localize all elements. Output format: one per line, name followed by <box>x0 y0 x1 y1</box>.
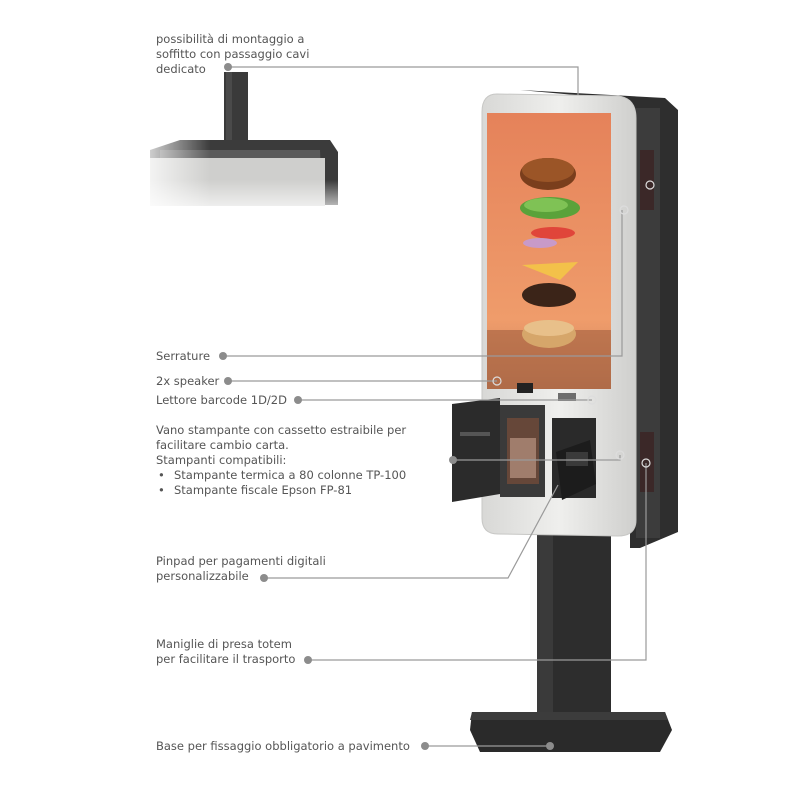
callout-printer: Vano stampante con cassetto estraibile p… <box>156 423 406 498</box>
ceiling-mount-detail <box>130 72 360 220</box>
callout-handles-line-2: per facilitare il trasporto <box>156 652 296 666</box>
handle-top <box>640 150 654 210</box>
target-rings <box>492 180 655 468</box>
callout-printer-line-3: Stampanti compatibili: <box>156 453 287 467</box>
handle-bottom <box>640 432 654 492</box>
callout-pinpad: Pinpad per pagamenti digitali personaliz… <box>156 554 326 584</box>
callout-pinpad-line-1: Pinpad per pagamenti digitali <box>156 554 326 568</box>
kiosk-floor-base <box>470 712 672 752</box>
callout-ceiling-line-1: possibilità di montaggio a <box>156 32 305 46</box>
burger-illustration <box>520 158 580 348</box>
speaker-left <box>517 383 533 393</box>
callout-handles: Maniglie di presa totem per facilitare i… <box>156 637 295 667</box>
barcode-reader <box>558 393 576 401</box>
callout-ceiling-mount: possibilità di montaggio a soffitto con … <box>156 32 309 77</box>
callout-printer-line-2: facilitare cambio carta. <box>156 438 289 452</box>
callout-pinpad-line-2: personalizzabile <box>156 569 249 583</box>
callout-printer-line-1: Vano stampante con cassetto estraibile p… <box>156 423 407 437</box>
printer-item-fp81: Stampante fiscale Epson FP-81 <box>156 483 406 498</box>
callout-dots <box>219 63 554 750</box>
callout-base: Base per fissaggio obbligatorio a pavime… <box>156 739 410 753</box>
callout-ceiling-line-3: dedicato <box>156 62 206 76</box>
compatible-printers-list: Stampante termica a 80 colonne TP-100 St… <box>156 468 406 498</box>
callout-speaker: 2x speaker <box>156 374 220 388</box>
printer-item-tp100: Stampante termica a 80 colonne TP-100 <box>156 468 406 483</box>
callout-locks: Serrature <box>156 349 211 363</box>
callout-ceiling-line-2: soffitto con passaggio cavi <box>156 47 310 61</box>
callout-barcode: Lettore barcode 1D/2D <box>156 393 287 407</box>
leader-lines <box>223 66 647 747</box>
callout-handles-line-1: Maniglie di presa totem <box>156 637 292 651</box>
printer-door <box>452 398 500 502</box>
